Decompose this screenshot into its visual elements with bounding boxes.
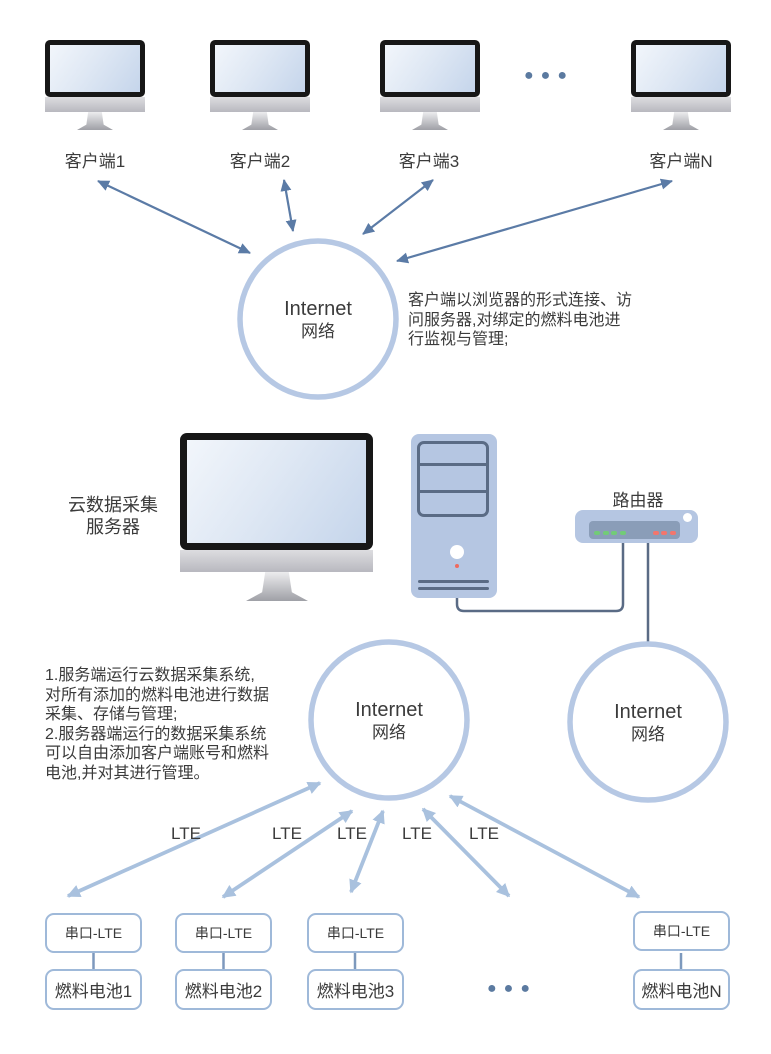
green-led: [619, 531, 626, 535]
internet-circle-right: [567, 641, 729, 803]
serial-lte-box-1: 串口-LTE: [45, 913, 142, 953]
internet-circle-left: [308, 639, 470, 801]
client-n-label: 客户端N: [649, 152, 713, 171]
client-note: 客户端以浏览器的形式连接、访 问服务器,对绑定的燃料电池进 行监视与管理;: [408, 291, 632, 350]
server-note-line: 可以自由添加客户端账号和燃料: [45, 745, 270, 762]
bay-divider: [420, 490, 486, 493]
server-label: 云数据采集 服务器: [45, 494, 181, 538]
monitor-screen: [215, 45, 305, 92]
router: [575, 510, 698, 543]
client-2-label: 客户端2: [229, 152, 291, 171]
monitor-chin: [210, 97, 310, 112]
arrow-clientN: [396, 178, 673, 264]
internet-line1: Internet: [355, 699, 423, 721]
monitor-chin: [380, 97, 480, 112]
power-button: [450, 545, 464, 559]
router-label: 路由器: [612, 491, 664, 510]
client-note-line: 客户端以浏览器的形式连接、访: [408, 292, 633, 309]
router-knob: [683, 513, 692, 522]
server-note-line: 1.服务端运行云数据采集系统,: [45, 667, 255, 684]
monitor-bezel: [380, 40, 480, 97]
lte-label-4: LTE: [402, 824, 432, 843]
red-led: [669, 531, 676, 535]
green-led: [602, 531, 609, 535]
monitor-bezel: [180, 433, 373, 550]
internet-line1: Internet: [284, 298, 352, 320]
server-note-line: 采集、存储与管理;: [45, 706, 178, 723]
drive-bays: [417, 441, 489, 517]
client-1-label: 客户端1: [64, 152, 126, 171]
client-note-line: 行监视与管理;: [408, 331, 509, 348]
monitor-chin: [180, 550, 373, 572]
serial-lte-box-2: 串口-LTE: [175, 913, 272, 953]
green-led: [611, 531, 617, 535]
internet-label-right: Internet 网络: [578, 701, 718, 746]
server-label-line2: 服务器: [86, 517, 140, 537]
server-tower: [411, 434, 497, 598]
internet-line2: 网络: [631, 725, 665, 744]
monitor-chin: [45, 97, 145, 112]
lte-label-1: LTE: [171, 824, 201, 843]
server-note: 1.服务端运行云数据采集系统, 对所有添加的燃料电池进行数据 采集、存储与管理;…: [45, 666, 269, 783]
arrow-lte1: [66, 781, 322, 898]
server-note-line: 电池,并对其进行管理。: [45, 764, 210, 782]
lte-arrows: [66, 781, 641, 899]
lte-label-3: LTE: [337, 824, 367, 843]
monitor-screen: [385, 45, 475, 92]
power-led: [455, 564, 459, 568]
arrow-client1: [97, 180, 251, 254]
server-note-line: 2.服务器端运行的数据采集系统: [45, 725, 267, 743]
monitor-screen: [50, 45, 140, 92]
red-led: [652, 531, 659, 535]
internet-line2: 网络: [372, 723, 406, 742]
vent-line: [418, 587, 489, 590]
arrow-lte3: [349, 809, 385, 894]
lte-label-5: LTE: [469, 824, 499, 843]
client-internet-arrows: [97, 178, 673, 264]
client-3-label: 客户端3: [398, 152, 460, 171]
green-led: [594, 531, 600, 535]
vent-line: [418, 580, 489, 583]
monitor-bezel: [210, 40, 310, 97]
monitor-screen: [636, 45, 726, 92]
monitor-screen: [187, 440, 366, 543]
device-box-connectors: [92, 953, 683, 969]
fuel-cell-box-n: 燃料电池N: [633, 969, 730, 1010]
monitor-bezel: [45, 40, 145, 97]
devices-ellipsis: ●●●: [487, 980, 537, 997]
internet-line1: Internet: [614, 701, 682, 723]
fuel-cell-box-1: 燃料电池1: [45, 969, 142, 1010]
arrow-client3: [362, 179, 434, 235]
server-label-line1: 云数据采集: [68, 495, 158, 515]
serial-lte-box-3: 串口-LTE: [307, 913, 404, 953]
internet-label-top: Internet 网络: [248, 298, 388, 343]
red-led: [661, 531, 667, 535]
arrow-lteN: [448, 794, 641, 899]
internet-line2: 网络: [301, 322, 335, 341]
arrow-client2: [280, 179, 297, 232]
arrow-lte2: [221, 809, 354, 899]
internet-circle-top: [237, 238, 399, 400]
lte-label-2: LTE: [272, 824, 302, 843]
fuel-cell-box-3: 燃料电池3: [307, 969, 404, 1010]
fuel-cell-box-2: 燃料电池2: [175, 969, 272, 1010]
router-panel: [589, 521, 680, 539]
serial-lte-box-n: 串口-LTE: [633, 911, 730, 951]
clients-ellipsis: ●●●: [524, 67, 574, 84]
monitor-bezel: [631, 40, 731, 97]
server-note-line: 对所有添加的燃料电池进行数据: [45, 686, 270, 704]
internet-label-left: Internet 网络: [319, 699, 459, 744]
monitor-chin: [631, 97, 731, 112]
client-note-line: 问服务器,对绑定的燃料电池进: [408, 311, 621, 329]
cable-server-to-router: [455, 543, 625, 613]
bay-divider: [420, 463, 486, 466]
